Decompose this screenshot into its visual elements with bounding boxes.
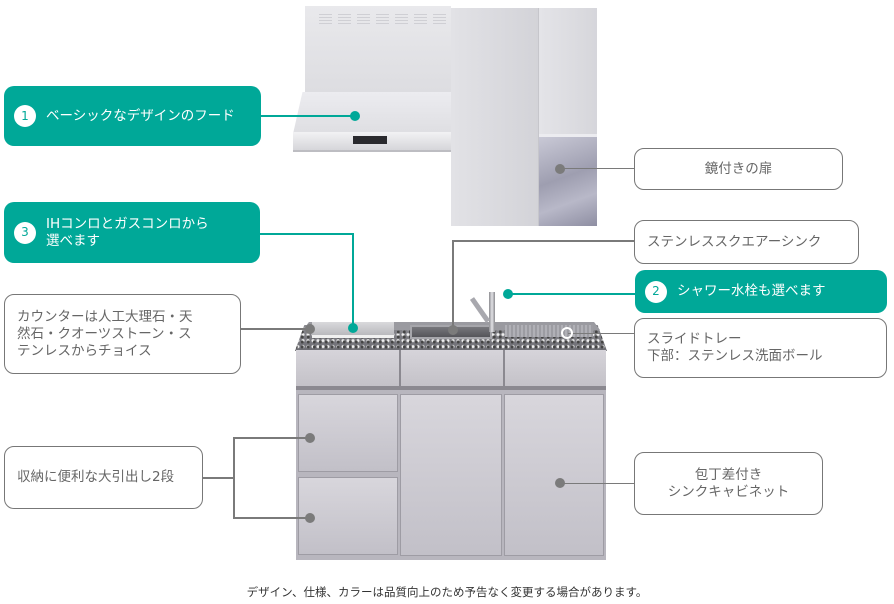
connector-drawers <box>202 477 234 479</box>
label-countertop: カウンターは人工大理石・天 然石・クオーツストーン・ス テンレスからチョイス <box>4 294 241 374</box>
marker-tray <box>561 327 573 339</box>
label-text-line: テンレスからチョイス <box>17 342 152 359</box>
label-text-line: 然石・クオーツストーン・ス <box>17 325 192 342</box>
label-text-line: 包丁差付き <box>694 466 763 483</box>
label-mirror-door: 鏡付きの扉 <box>634 148 843 190</box>
connector-ih <box>352 233 354 327</box>
feature-text-line: IHコンロとガスコンロから <box>46 215 209 232</box>
range-hood-front <box>293 132 451 152</box>
cabinet-top-rail <box>296 350 606 390</box>
mirror-door <box>539 134 597 226</box>
wall-cabinet <box>539 8 597 134</box>
disclaimer-footnote: デザイン、仕様、カラーは品質向上のため予告なく変更する場合があります。 <box>246 585 648 599</box>
marker-mirror <box>555 164 565 174</box>
connector-mirror <box>560 168 635 169</box>
marker-hood <box>350 111 360 121</box>
label-text-line: カウンターは人工大理石・天 <box>17 308 193 325</box>
range-hood <box>293 92 451 134</box>
label-text: 包丁差付き シンクキャビネット <box>668 467 790 501</box>
cabinet-divider <box>399 350 401 390</box>
faucet <box>489 292 495 332</box>
connector-sink <box>452 240 635 242</box>
feature-number-badge: 1 <box>14 105 36 127</box>
drawer-upper <box>298 394 398 472</box>
label-text-line: シンクキャビネット <box>667 483 790 500</box>
label-text: カウンターは人工大理石・天 然石・クオーツストーン・ス テンレスからチョイス <box>17 309 193 360</box>
connector-cabinet <box>560 483 635 484</box>
label-square-sink: ステンレススクエアーシンク <box>634 220 859 264</box>
faucet-spout <box>469 297 491 323</box>
tall-cabinet <box>451 8 539 226</box>
feature-number-badge: 3 <box>14 221 36 244</box>
hood-control-panel <box>353 136 387 144</box>
label-text: 収納に便利な大引出し2段 <box>17 469 175 485</box>
feature-number-badge: 2 <box>645 280 667 303</box>
marker-faucet <box>503 289 513 299</box>
slide-tray <box>505 325 593 337</box>
connector-sink <box>452 240 454 328</box>
connector-hood <box>260 115 354 117</box>
feature-callout-hood: 1 ベーシックなデザインのフード <box>4 86 261 146</box>
label-slide-tray: スライドトレー 下部：ステンレス洗面ボール <box>634 318 887 378</box>
hood-vents <box>319 14 446 24</box>
label-drawers: 収納に便利な大引出し2段 <box>4 446 203 509</box>
label-text: スライドトレー 下部：ステンレス洗面ボール <box>647 331 823 365</box>
connector-faucet <box>508 293 636 295</box>
base-cabinet <box>296 350 606 560</box>
label-sink-cabinet: 包丁差付き シンクキャビネット <box>634 452 823 515</box>
feature-callout-ih: 3 IHコンロとガスコンロから 選べます <box>4 202 260 263</box>
label-text-line: スライドトレー <box>647 331 742 347</box>
cabinet-divider <box>503 350 505 390</box>
feature-text: シャワー水栓も選べます <box>677 283 826 299</box>
marker-ih <box>348 323 358 333</box>
connector-drawers <box>233 437 309 439</box>
connector-tray <box>568 333 635 334</box>
marker-counter <box>305 324 315 334</box>
feature-text-line: 選べます <box>46 232 100 249</box>
range-hood-back <box>305 6 451 98</box>
cabinet-door-center <box>400 394 502 556</box>
label-text-line: 下部：ステンレス洗面ボール <box>647 348 823 364</box>
cabinet-door-right <box>504 394 604 556</box>
marker-cabinet <box>555 478 565 488</box>
connector-drawers <box>233 437 235 518</box>
connector-ih <box>260 233 353 235</box>
label-text: 鏡付きの扉 <box>704 160 773 177</box>
feature-text: ベーシックなデザインのフード <box>46 107 235 124</box>
connector-counter <box>240 328 310 330</box>
connector-drawers <box>233 517 309 519</box>
feature-text: IHコンロとガスコンロから 選べます <box>46 216 209 250</box>
marker-sink <box>448 325 458 335</box>
marker-drawer-upper <box>305 433 315 443</box>
feature-callout-faucet: 2 シャワー水栓も選べます <box>635 270 887 313</box>
marker-drawer-lower <box>305 513 315 523</box>
label-text: ステンレススクエアーシンク <box>647 233 822 250</box>
